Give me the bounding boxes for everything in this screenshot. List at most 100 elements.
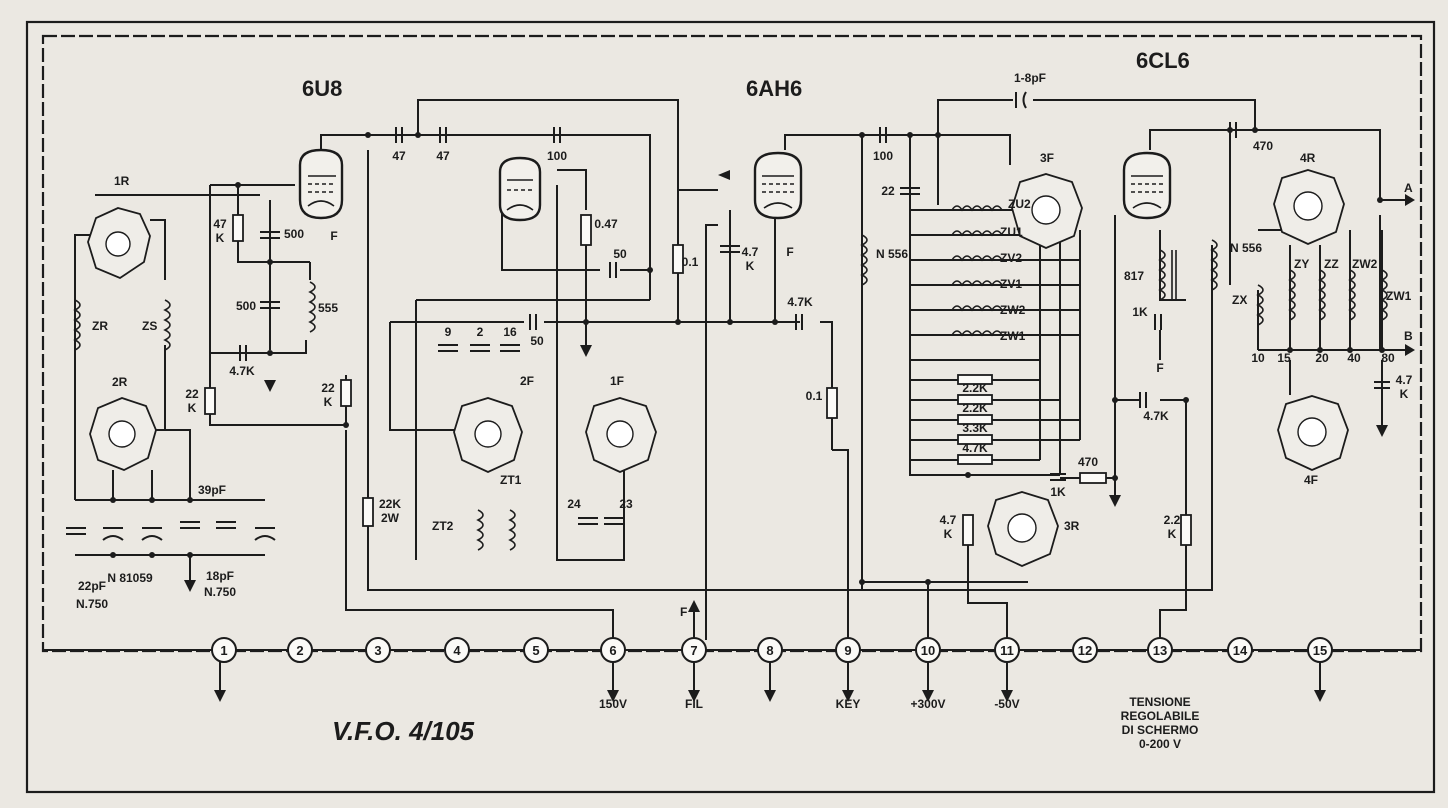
coil-zs: ZS bbox=[142, 299, 171, 351]
svg-text:100: 100 bbox=[547, 149, 567, 163]
svg-text:ZT2: ZT2 bbox=[432, 519, 454, 533]
svg-text:1K: 1K bbox=[1132, 305, 1148, 319]
coil-zv1: ZV1 bbox=[951, 277, 1022, 291]
svg-text:47: 47 bbox=[213, 217, 227, 231]
resistors bbox=[204, 214, 1192, 546]
terminal-11[interactable]: 11 bbox=[994, 637, 1020, 663]
coil-zz: ZZ bbox=[1318, 257, 1339, 321]
junction-dots bbox=[110, 127, 1385, 585]
terminal-6[interactable]: 6 bbox=[600, 637, 626, 663]
svg-text:N 556: N 556 bbox=[876, 247, 908, 261]
label-150v: 150V bbox=[599, 697, 627, 711]
svg-text:10: 10 bbox=[921, 643, 935, 658]
svg-text:18pF: 18pF bbox=[206, 569, 234, 583]
svg-text:ZW1: ZW1 bbox=[1000, 329, 1026, 343]
terminal-10[interactable]: 10 bbox=[915, 637, 941, 663]
svg-text:0.1: 0.1 bbox=[682, 255, 699, 269]
switch-4r: 4R bbox=[1273, 151, 1345, 245]
svg-text:1-8pF: 1-8pF bbox=[1014, 71, 1046, 85]
terminal-8[interactable]: 8 bbox=[757, 637, 783, 663]
svg-text:ZX: ZX bbox=[1232, 293, 1247, 307]
svg-text:10: 10 bbox=[1251, 351, 1265, 365]
terminal-9[interactable]: 9 bbox=[835, 637, 861, 663]
terminal-3[interactable]: 3 bbox=[365, 637, 391, 663]
svg-text:15: 15 bbox=[1277, 351, 1291, 365]
svg-text:F: F bbox=[1156, 361, 1163, 375]
bus-wiring bbox=[74, 99, 1405, 690]
svg-text:4.7: 4.7 bbox=[1396, 373, 1413, 387]
output-a: A bbox=[1404, 181, 1413, 195]
terminal-12[interactable]: 12 bbox=[1072, 637, 1098, 663]
svg-text:ZZ: ZZ bbox=[1324, 257, 1339, 271]
svg-text:ZV1: ZV1 bbox=[1000, 277, 1022, 291]
outer-frame bbox=[25, 20, 1436, 794]
svg-text:22pF: 22pF bbox=[78, 579, 106, 593]
terminal-15[interactable]: 15 bbox=[1307, 637, 1333, 663]
svg-text:ZS: ZS bbox=[142, 319, 157, 333]
switch-2f: 2F bbox=[453, 374, 534, 473]
svg-text:F: F bbox=[786, 245, 793, 259]
terminal-2[interactable]: 2 bbox=[287, 637, 313, 663]
coil-zy: ZY bbox=[1288, 257, 1309, 321]
svg-text:22: 22 bbox=[881, 184, 895, 198]
svg-text:470: 470 bbox=[1078, 455, 1098, 469]
svg-text:2.2K: 2.2K bbox=[962, 381, 988, 395]
switch-3r: 3R bbox=[987, 491, 1080, 567]
svg-text:K: K bbox=[216, 231, 225, 245]
inner-frame bbox=[41, 34, 1423, 653]
terminal-7[interactable]: 7 bbox=[681, 637, 707, 663]
svg-text:ZY: ZY bbox=[1294, 257, 1309, 271]
svg-text:ZU2: ZU2 bbox=[1008, 197, 1031, 211]
svg-text:0.47: 0.47 bbox=[594, 217, 618, 231]
svg-text:1K: 1K bbox=[1050, 485, 1066, 499]
tube-6cl6: 6CL6 bbox=[1122, 48, 1190, 220]
svg-text:4.7K: 4.7K bbox=[1143, 409, 1169, 423]
coil-n556-a: N 556 bbox=[860, 234, 908, 286]
label-tensione-3: DI SCHERMO bbox=[1122, 723, 1199, 737]
switch-1r: 1R bbox=[87, 174, 151, 280]
terminal-13[interactable]: 13 bbox=[1147, 637, 1173, 663]
terminal-14[interactable]: 14 bbox=[1227, 637, 1253, 663]
svg-text:K: K bbox=[1400, 387, 1409, 401]
output-b: B bbox=[1404, 329, 1413, 343]
svg-text:8: 8 bbox=[766, 643, 773, 658]
label-f-top: F bbox=[680, 605, 687, 619]
svg-text:39pF: 39pF bbox=[198, 483, 226, 497]
band-taps: 10 15 20 40 80 bbox=[1251, 351, 1395, 365]
svg-text:14: 14 bbox=[1233, 643, 1248, 658]
svg-text:ZU1: ZU1 bbox=[1000, 225, 1023, 239]
svg-text:3: 3 bbox=[374, 643, 381, 658]
terminal-4[interactable]: 4 bbox=[444, 637, 470, 663]
coil-n556-b: N 556 bbox=[1210, 239, 1262, 291]
svg-text:3.3K: 3.3K bbox=[962, 421, 988, 435]
svg-text:4.7: 4.7 bbox=[940, 513, 957, 527]
coil-zw2-out: ZW2 bbox=[1348, 257, 1378, 321]
switch-4f: 4F bbox=[1277, 395, 1349, 487]
terminal-strip: 1 2 3 4 5 6 7 8 9 10 11 12 13 14 15 bbox=[43, 637, 1421, 663]
svg-text:22: 22 bbox=[321, 381, 335, 395]
svg-text:20: 20 bbox=[1315, 351, 1329, 365]
tube-6u8-triode bbox=[498, 156, 542, 222]
terminal-5[interactable]: 5 bbox=[523, 637, 549, 663]
terminal-1[interactable]: 1 bbox=[211, 637, 237, 663]
coil-zu2: ZU2 bbox=[951, 197, 1031, 212]
svg-text:N 556: N 556 bbox=[1230, 241, 1262, 255]
svg-text:22K: 22K bbox=[379, 497, 401, 511]
svg-text:N.750: N.750 bbox=[204, 585, 236, 599]
svg-text:ZT1: ZT1 bbox=[500, 473, 522, 487]
svg-text:9: 9 bbox=[445, 325, 452, 339]
svg-text:13: 13 bbox=[1153, 643, 1167, 658]
label-key: KEY bbox=[836, 697, 861, 711]
svg-text:23: 23 bbox=[619, 497, 633, 511]
label-fil: FIL bbox=[685, 697, 703, 711]
svg-text:4.7K: 4.7K bbox=[229, 364, 255, 378]
svg-text:50: 50 bbox=[613, 247, 627, 261]
coil-817: 817 bbox=[1124, 249, 1177, 301]
svg-text:100: 100 bbox=[873, 149, 893, 163]
diagram-title: V.F.O. 4/105 bbox=[332, 716, 475, 746]
svg-text:N.750: N.750 bbox=[76, 597, 108, 611]
svg-text:40: 40 bbox=[1347, 351, 1361, 365]
svg-text:ZW2: ZW2 bbox=[1000, 303, 1026, 317]
svg-text:F: F bbox=[330, 229, 337, 243]
